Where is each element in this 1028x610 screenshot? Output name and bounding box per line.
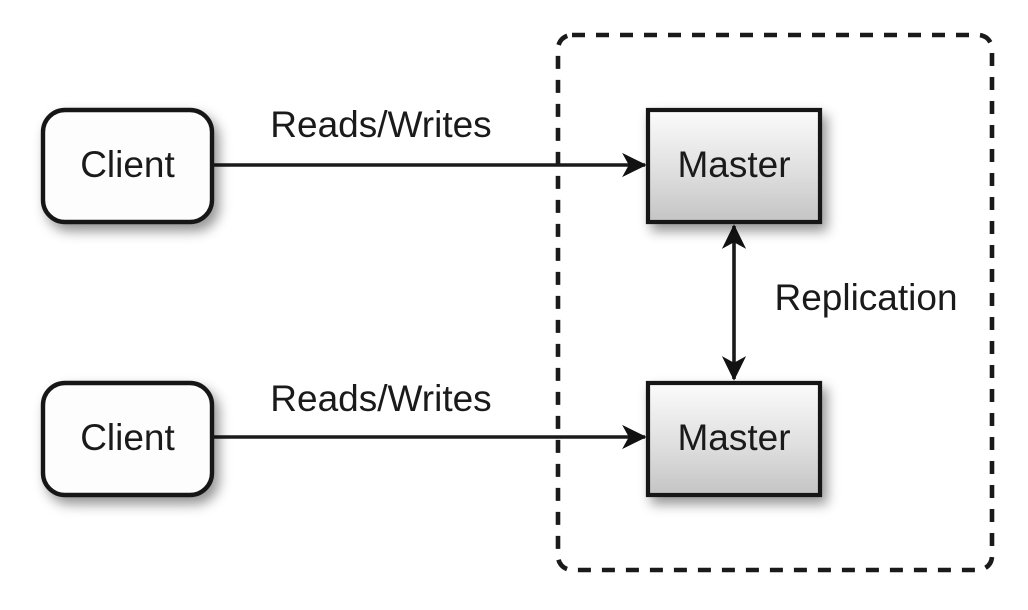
client-top-label: Client xyxy=(80,144,175,185)
node-master-bottom[interactable]: Master xyxy=(645,380,823,498)
master-bottom-label: Master xyxy=(677,417,790,458)
edge-label-reads-writes-top: Reads/Writes xyxy=(270,104,491,145)
replication-cluster-boundary xyxy=(555,32,995,573)
node-master-top[interactable]: Master xyxy=(645,107,823,225)
client-top-shape[interactable] xyxy=(40,107,215,225)
master-bottom-shape[interactable] xyxy=(645,380,823,498)
node-client-bottom[interactable]: Client xyxy=(40,380,215,498)
edge-label-replication: Replication xyxy=(774,277,957,318)
master-top-label: Master xyxy=(677,144,790,185)
client-bottom-label: Client xyxy=(80,417,175,458)
node-client-top[interactable]: Client xyxy=(40,107,215,225)
client-bottom-shape[interactable] xyxy=(40,380,215,498)
master-top-shape[interactable] xyxy=(645,107,823,225)
edge-label-reads-writes-bottom: Reads/Writes xyxy=(270,378,491,419)
